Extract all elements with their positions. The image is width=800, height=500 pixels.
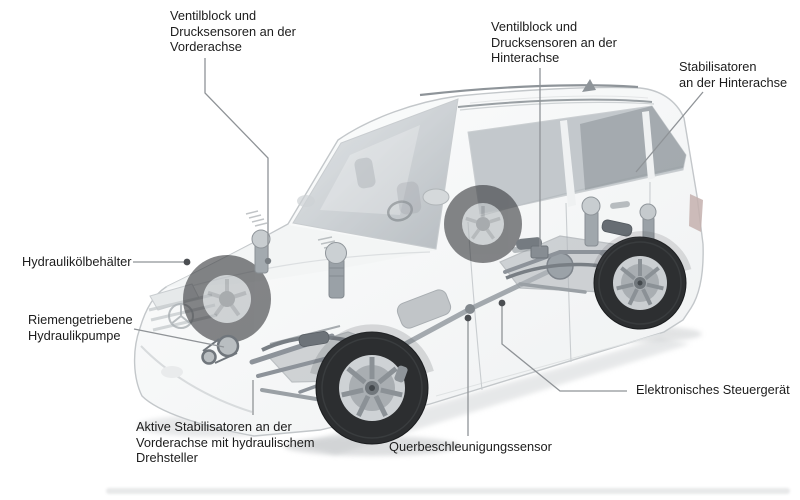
steering-wheel (387, 200, 413, 222)
hood-vents (245, 210, 342, 253)
side-mirror (422, 188, 450, 206)
label-stabilizers-rear: Stabilisatoren an der Hinterachse (679, 59, 788, 90)
leader-lines (133, 58, 704, 436)
far-rear-wheel (444, 185, 522, 263)
label-active-stabilizers-front: Aktive Stabilisatoren an der Vorderachse… (136, 419, 315, 465)
far-front-wheel (183, 255, 271, 343)
rear-wheel (593, 236, 687, 330)
label-electronic-control-unit: Elektronisches Steuergerät (636, 382, 790, 397)
label-valve-block-rear: Ventilblock und Drucksensoren an der Hin… (491, 19, 617, 65)
tail-light (689, 194, 703, 232)
front-stabilizer-actuator (298, 331, 330, 347)
fog-light (161, 366, 183, 378)
far-side-mirror (297, 195, 315, 207)
antenna-fin (582, 79, 596, 92)
near-front-strut (328, 257, 345, 299)
front-bumper-line (140, 345, 253, 413)
b-pillar (560, 120, 576, 207)
front-valve-block (264, 257, 272, 265)
rear-stabilizer-actuator (601, 219, 633, 237)
pointer-dot-ecu (498, 299, 506, 307)
c-pillar (642, 111, 655, 180)
leader-stabilizers-rear (635, 91, 704, 173)
pointer-dot-oil-reservoir (183, 258, 191, 266)
leader-pump (133, 328, 225, 348)
label-valve-block-front: Ventilblock und Drucksensoren an der Vor… (170, 8, 296, 54)
front-wheel-arch (310, 324, 434, 376)
front-wheel (315, 331, 429, 445)
door-handle-rear (610, 201, 630, 209)
leader-ecu (501, 305, 627, 392)
label-hydraulic-oil-reservoir: Hydraulikölbehälter (22, 254, 132, 269)
brake-caliper (394, 365, 408, 383)
pointer-dot-lateral-sensor (464, 314, 472, 322)
glass-house (292, 98, 687, 250)
roof-rails (419, 84, 653, 108)
transmission (396, 289, 452, 329)
windshield (292, 98, 459, 250)
leader-valve-block-front (204, 58, 269, 258)
rear-wheel-arch (592, 231, 692, 272)
label-belt-driven-pump: Riemengetriebene Hydraulikpumpe (28, 312, 133, 343)
label-lateral-acceleration-sensor: Querbeschleunigungssensor (389, 439, 552, 454)
